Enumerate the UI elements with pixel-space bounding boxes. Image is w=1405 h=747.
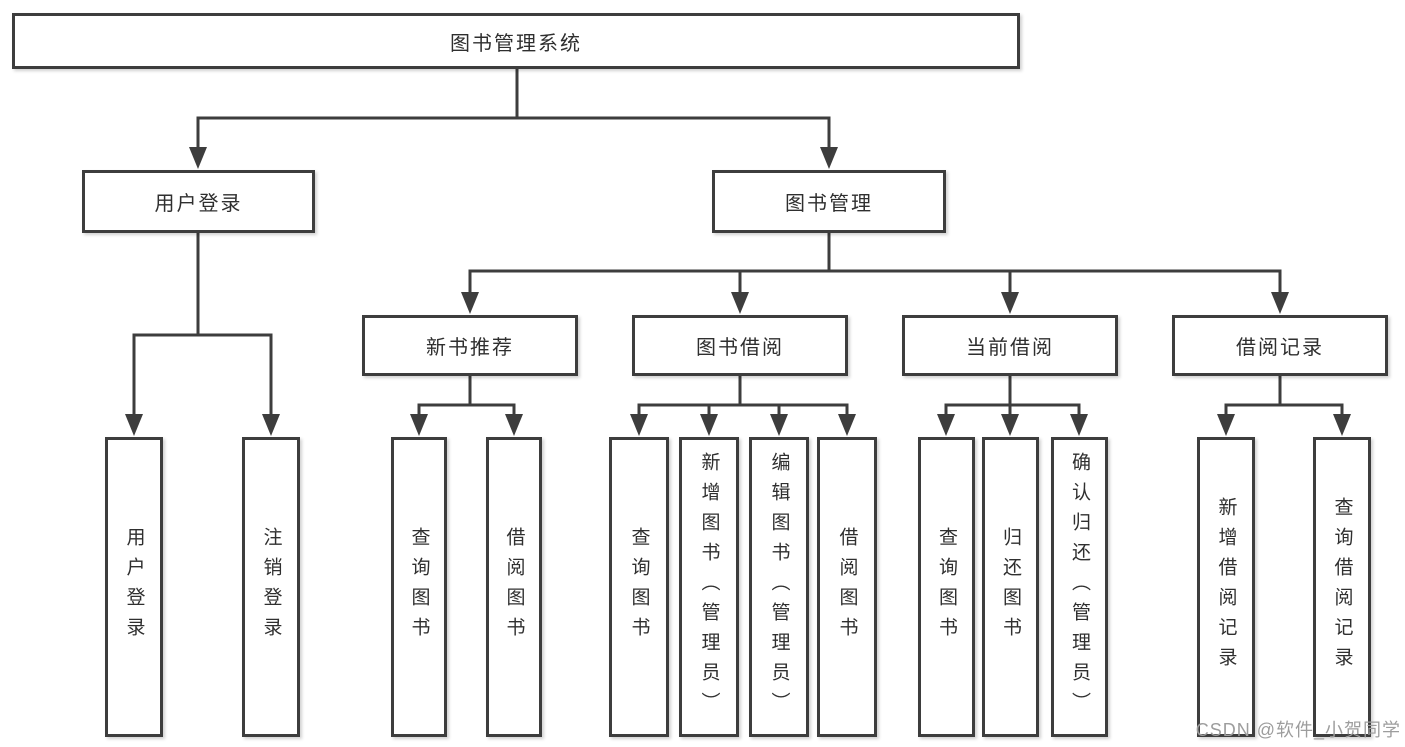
leaf-query-books-current-label: 查询图书 — [936, 527, 957, 647]
leaf-borrow-books: 借阅图书 — [817, 437, 877, 737]
node-book-management: 图书管理 — [712, 170, 946, 233]
leaf-logout-label: 注销登录 — [260, 527, 282, 647]
leaf-add-books-admin: 新增图书（管理员） — [679, 437, 739, 737]
node-current-borrow-label: 当前借阅 — [966, 337, 1054, 359]
node-borrow-record: 借阅记录 — [1172, 315, 1388, 376]
csdn-watermark: CSDN @软件_小贺同学 — [1195, 720, 1401, 740]
node-root-label: 图书管理系统 — [450, 32, 582, 55]
leaf-return-books-label: 归还图书 — [1000, 527, 1021, 647]
leaf-query-books-current: 查询图书 — [918, 437, 975, 737]
leaf-confirm-return-admin: 确认归还（管理员） — [1051, 437, 1108, 737]
leaf-user-login: 用户登录 — [105, 437, 163, 737]
leaf-return-books: 归还图书 — [982, 437, 1039, 737]
leaf-user-login-label: 用户登录 — [123, 527, 145, 647]
node-new-book-recommend: 新书推荐 — [362, 315, 578, 376]
leaf-borrow-books-recommend-label: 借阅图书 — [503, 527, 525, 647]
node-user-login-label: 用户登录 — [154, 193, 243, 215]
node-current-borrow: 当前借阅 — [902, 315, 1118, 376]
leaf-borrow-books-recommend: 借阅图书 — [486, 437, 542, 737]
node-borrow-record-label: 借阅记录 — [1236, 337, 1324, 359]
leaf-add-borrow-record-label: 新增借阅记录 — [1215, 497, 1237, 677]
leaf-query-books-recommend: 查询图书 — [391, 437, 447, 737]
leaf-edit-books-admin-label: 编辑图书（管理员） — [768, 452, 790, 722]
leaf-query-books-recommend-label: 查询图书 — [408, 527, 430, 647]
leaf-query-books-borrow-label: 查询图书 — [628, 527, 650, 647]
node-new-book-recommend-label: 新书推荐 — [426, 337, 514, 359]
leaf-logout: 注销登录 — [242, 437, 300, 737]
leaf-query-borrow-record: 查询借阅记录 — [1313, 437, 1371, 737]
leaf-edit-books-admin: 编辑图书（管理员） — [749, 437, 809, 737]
leaf-query-borrow-record-label: 查询借阅记录 — [1331, 497, 1353, 677]
node-root: 图书管理系统 — [12, 13, 1020, 69]
node-user-login: 用户登录 — [82, 170, 315, 233]
node-book-borrow: 图书借阅 — [632, 315, 848, 376]
leaf-borrow-books-label: 借阅图书 — [836, 527, 858, 647]
node-book-management-label: 图书管理 — [785, 193, 873, 215]
leaf-add-books-admin-label: 新增图书（管理员） — [698, 452, 720, 722]
leaf-confirm-return-admin-label: 确认归还（管理员） — [1069, 452, 1090, 722]
leaf-add-borrow-record: 新增借阅记录 — [1197, 437, 1255, 737]
leaf-query-books-borrow: 查询图书 — [609, 437, 669, 737]
node-book-borrow-label: 图书借阅 — [696, 337, 784, 359]
